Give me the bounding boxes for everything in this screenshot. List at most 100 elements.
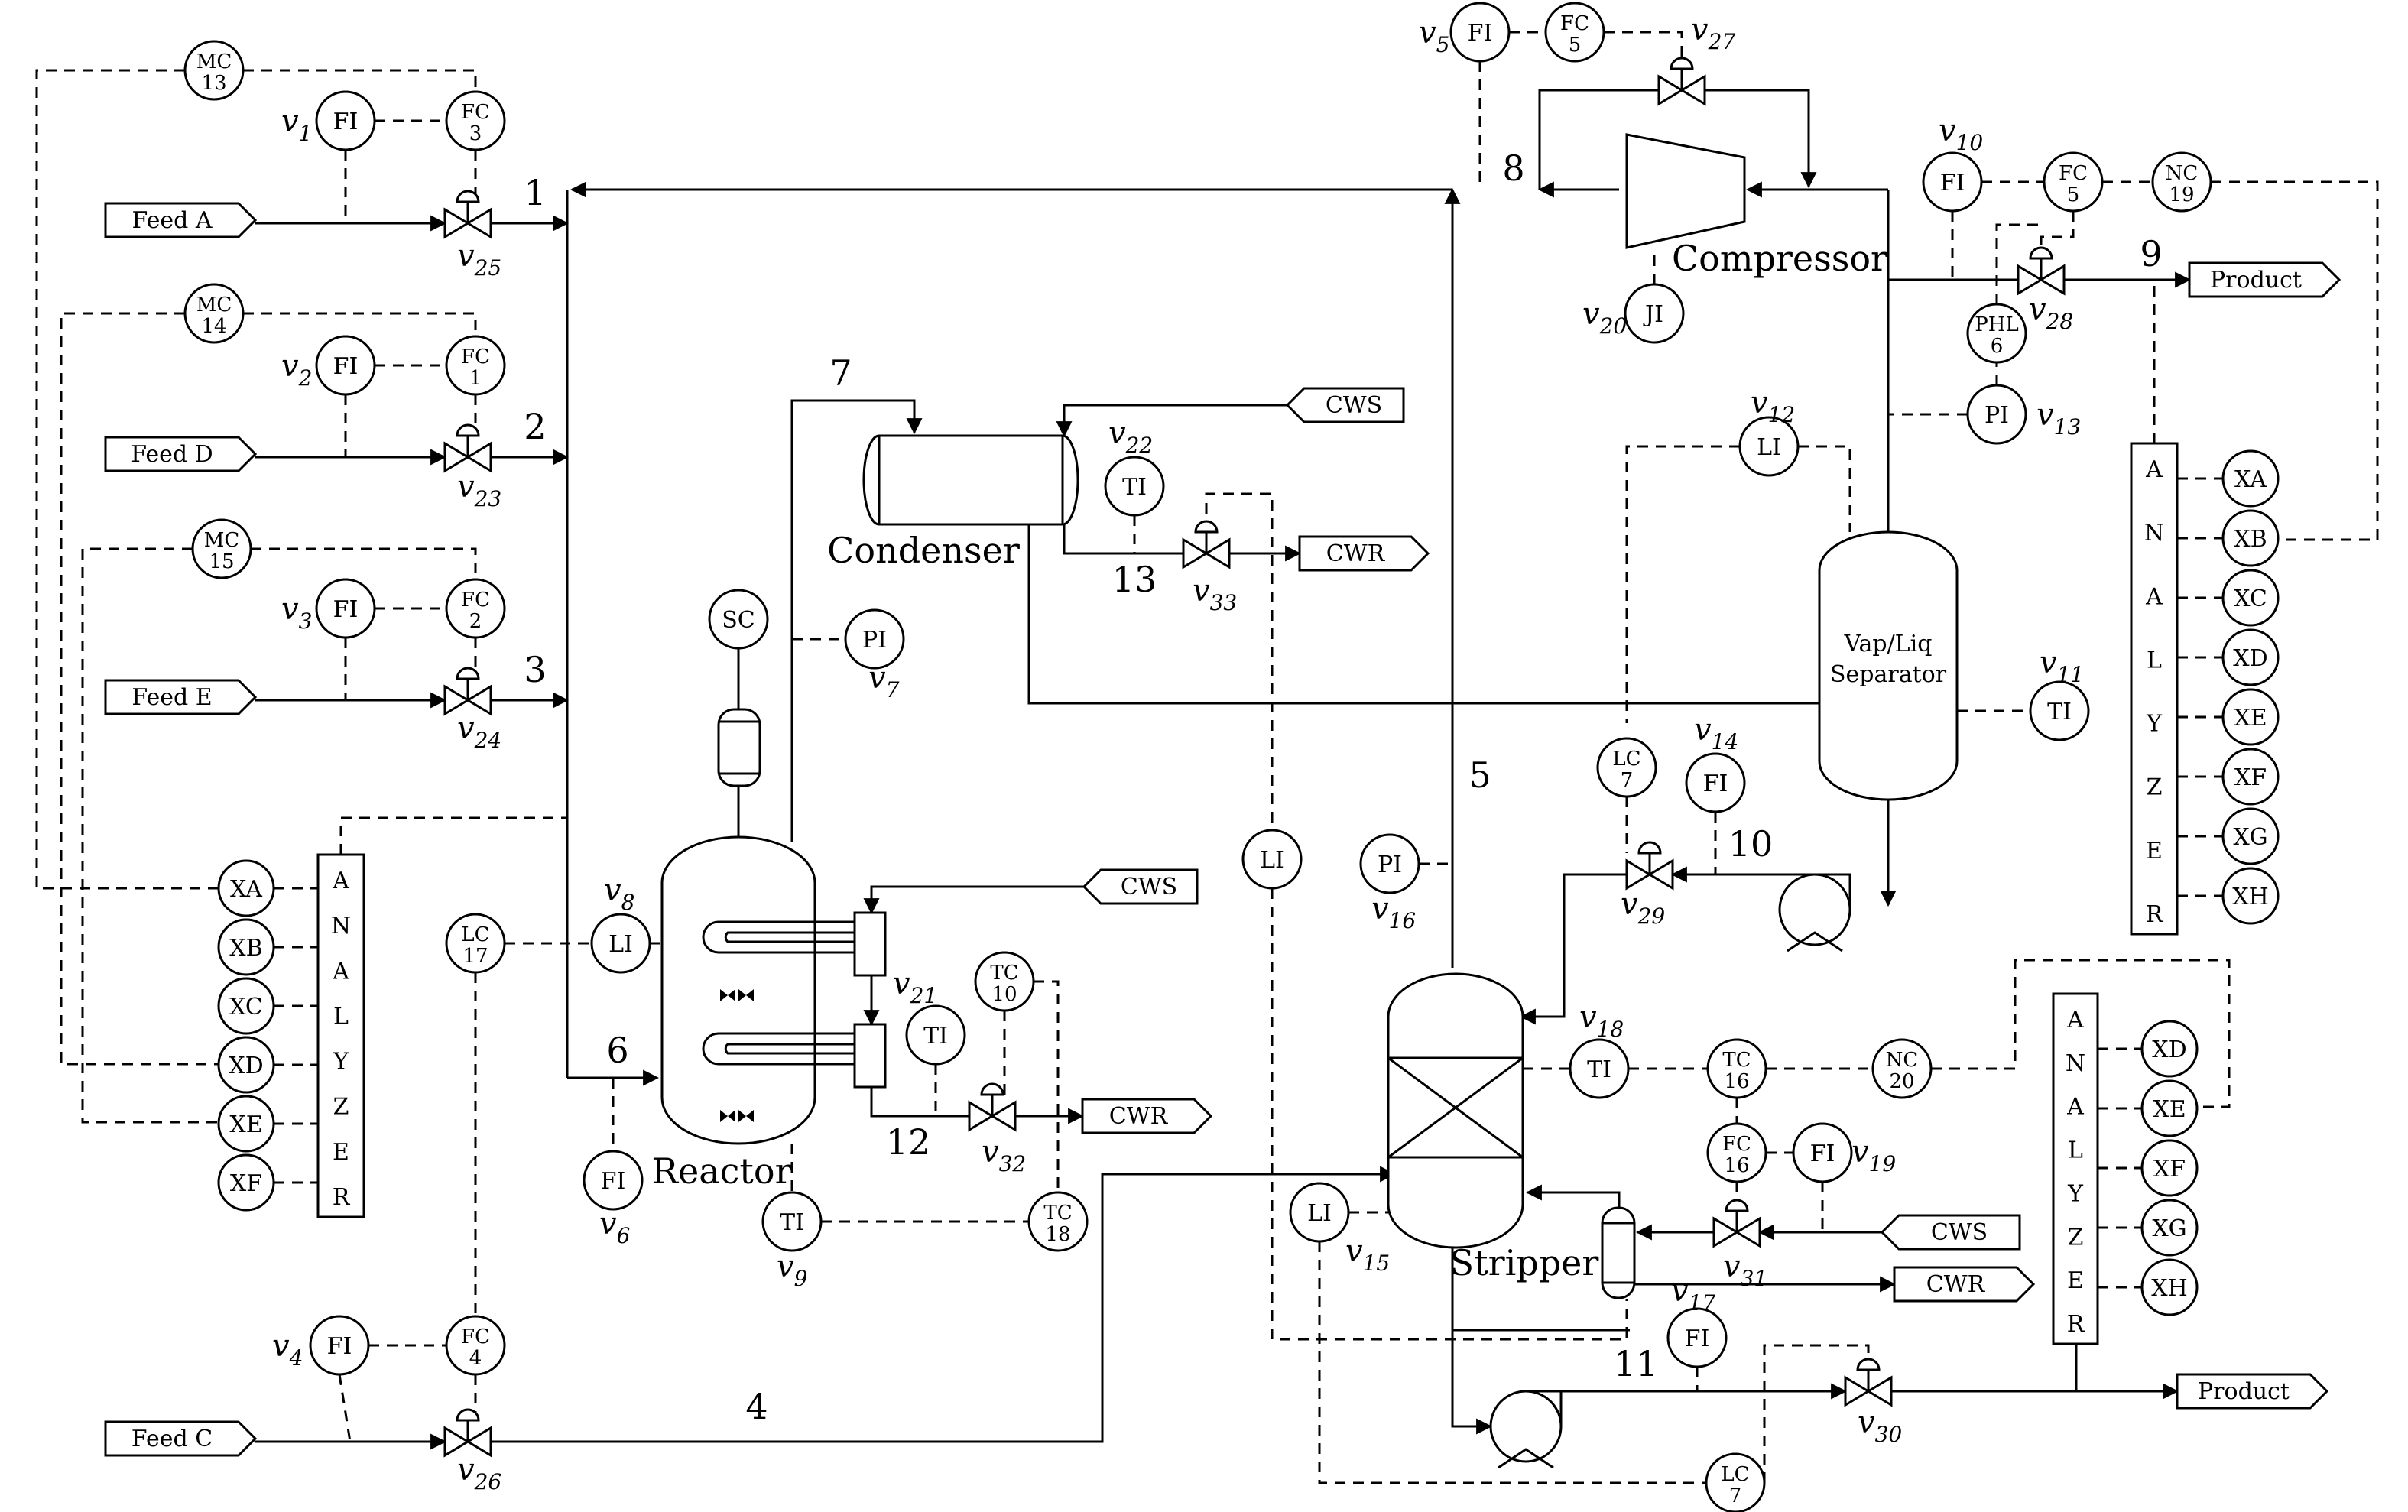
- instrument-lc7-top: [1596, 737, 1657, 798]
- instrument-fi-v10-tag: FI: [1940, 170, 1965, 196]
- variable-subscript: 32: [999, 1151, 1027, 1176]
- instrument-fi-v4-tag: FI: [327, 1333, 352, 1360]
- feed-e-box-label: Feed E: [131, 684, 212, 711]
- agitator-1-a: [720, 1110, 735, 1122]
- pipe-line: [1451, 1248, 1493, 1435]
- instrument-fc5-top: [1544, 2, 1605, 63]
- instrument-pi-v7: [844, 608, 905, 670]
- variable-subscript: 22: [1125, 433, 1154, 458]
- instrument-tc18-tag: TC: [1043, 1202, 1072, 1225]
- instrument-li-v12: [1738, 416, 1800, 477]
- cws-reactor-label: CWS: [1121, 874, 1177, 900]
- instrument-mc14-loop: 14: [201, 315, 226, 338]
- signal-line: [1995, 223, 2041, 304]
- pump-separator-base: [1787, 931, 1843, 952]
- cws-condenser: [1285, 387, 1405, 423]
- analyzer-right-bottom-letter: N: [2066, 1050, 2085, 1077]
- instrument-phl6: [1966, 303, 2027, 364]
- variable-subscript: 27: [1708, 29, 1736, 54]
- signal-line: [338, 1374, 352, 1442]
- instrument-pi-v13: [1966, 384, 2027, 445]
- analyzer-right-top-letter: A: [2145, 583, 2163, 610]
- instrument-mc13: [183, 40, 245, 101]
- analyzer-left-letter: E: [333, 1139, 349, 1166]
- variable-label-v4: v4: [272, 1329, 303, 1371]
- variable-label-v7: v7: [868, 660, 900, 702]
- analyzer-right-bottom-letter: R: [2067, 1311, 2085, 1338]
- instrument-tc18-loop: 18: [1045, 1223, 1070, 1246]
- instrument-ti-v11-tag: TI: [2047, 699, 2072, 725]
- variable-label-v24: v24: [457, 711, 501, 753]
- instrument-fc4-tag: FC: [461, 1325, 490, 1348]
- variable-subscript: 7: [886, 677, 900, 702]
- variable-subscript: 4: [289, 1345, 303, 1371]
- variable-label-v2: v2: [281, 349, 312, 391]
- instrument-nc20-loop: 20: [1889, 1070, 1914, 1093]
- instrument-nc20: [1871, 1038, 1933, 1099]
- instrument-fi-v17: [1666, 1307, 1728, 1368]
- instrument-phl6-loop: 6: [1991, 335, 2004, 358]
- instrument-li-v8: [590, 913, 651, 974]
- instrument-fc4: [445, 1315, 506, 1376]
- instrument-fc2-loop: 2: [469, 610, 482, 633]
- feed-c-box-label: Feed C: [131, 1426, 213, 1452]
- valve-actuator: [456, 190, 480, 203]
- instrument-fc3-loop: 3: [469, 122, 482, 145]
- variable-label-v28: v28: [2029, 292, 2073, 334]
- variable-subscript: 5: [1436, 32, 1450, 57]
- analyzer-right-top: [2130, 442, 2179, 936]
- signal-line: [2211, 180, 2379, 541]
- pipe-line: [790, 399, 923, 842]
- stream-number-13: 13: [1112, 559, 1157, 600]
- variable-subscript: 2: [298, 365, 313, 391]
- compressor-label: Compressor: [1672, 238, 1887, 279]
- condenser-label: Condenser: [827, 530, 1020, 571]
- variable-label-v8: v8: [604, 873, 634, 915]
- stripper-reboiler: [1601, 1206, 1636, 1299]
- analyzer-right-top-letter: Y: [2146, 711, 2163, 738]
- instrument-fi-v3-tag: FI: [333, 596, 359, 623]
- analyzer-right-top-letter: Z: [2147, 774, 2163, 801]
- instrument-pi-v16-tag: PI: [1378, 852, 1402, 878]
- analyzer-left-xe: [217, 1095, 275, 1153]
- cwr-reactor: [1081, 1098, 1213, 1134]
- instrument-li-v15: [1289, 1182, 1350, 1243]
- valve-actuator: [456, 423, 480, 437]
- analyzer-left-xc-label: XC: [229, 994, 263, 1020]
- separator-vessel: [1818, 530, 1959, 801]
- separator-label-1: Vap/Liq: [1844, 631, 1933, 657]
- variable-label-v33: v33: [1193, 573, 1237, 615]
- analyzer-right-bottom-letter: Z: [2068, 1224, 2084, 1251]
- stripper-packing-diag2: [1387, 1056, 1524, 1159]
- signal-line: [1625, 445, 1740, 723]
- signal-line: [1034, 980, 1060, 1191]
- agitator-1-b: [738, 1110, 754, 1122]
- valve-actuator: [456, 667, 480, 680]
- instrument-ti-v18-tag: TI: [1587, 1056, 1611, 1083]
- cwr-stripper-label: CWR: [1926, 1271, 1986, 1298]
- instrument-lc7-bot-loop: 7: [1729, 1484, 1742, 1507]
- signal-line: [35, 69, 246, 890]
- pipe-line: [1525, 1184, 1621, 1208]
- instrument-fi-v17-tag: FI: [1685, 1325, 1710, 1352]
- variable-subscript: 26: [474, 1469, 502, 1494]
- variable-label-v19: v19: [1851, 1134, 1896, 1176]
- stream-number-1: 1: [524, 172, 546, 213]
- stream-number-8: 8: [1502, 148, 1524, 189]
- stream-number-12: 12: [886, 1121, 931, 1163]
- analyzer-right-bottom-letter: Y: [2067, 1180, 2084, 1207]
- instrument-fi-v6: [583, 1150, 644, 1211]
- feed-c-box: [104, 1420, 258, 1457]
- stripper-label: Stripper: [1450, 1242, 1599, 1283]
- analyzer-left-xf-label: XF: [230, 1170, 262, 1197]
- variable-subscript: 12: [1768, 402, 1796, 427]
- instrument-ji-v20: [1624, 283, 1685, 344]
- feed-d-box-label: Feed D: [131, 441, 213, 468]
- analyzer-rb-xg-label: XG: [2152, 1215, 2186, 1242]
- variable-subscript: 6: [617, 1223, 631, 1248]
- instrument-nc19-loop: 19: [2169, 183, 2194, 206]
- instrument-fi-v4: [309, 1315, 370, 1376]
- instrument-li-v15-tag: LI: [1307, 1200, 1332, 1227]
- instrument-mc14-tag: MC: [196, 294, 232, 316]
